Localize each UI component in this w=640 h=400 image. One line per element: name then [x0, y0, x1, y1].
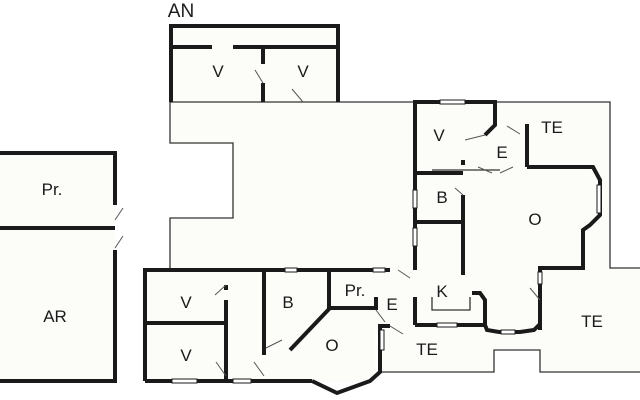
room-label-v-sw1: V: [180, 293, 192, 312]
room-label-v1: V: [212, 62, 224, 81]
room-label-te-s: TE: [416, 340, 438, 359]
room-label-v-ne: V: [433, 126, 445, 145]
room-label-te-se: TE: [581, 312, 603, 331]
room-label-pr-s: Pr.: [344, 281, 366, 300]
room-label-v2: V: [297, 62, 309, 81]
room-label-k: K: [436, 282, 448, 301]
room-label-b-s: B: [282, 293, 294, 312]
room-label-pr-left: Pr.: [41, 180, 63, 199]
room-label-b-ne: B: [436, 188, 448, 207]
plan-title: AN: [167, 1, 195, 22]
room-label-e-s: E: [386, 295, 398, 314]
room-label-e-ne: E: [496, 143, 508, 162]
room-label-o-s: O: [325, 336, 339, 355]
room-label-te-ne: TE: [541, 118, 563, 137]
room-label-v-sw2: V: [180, 346, 192, 365]
room-label-o-ne: O: [528, 210, 542, 229]
room-label-ar: AR: [43, 307, 67, 326]
